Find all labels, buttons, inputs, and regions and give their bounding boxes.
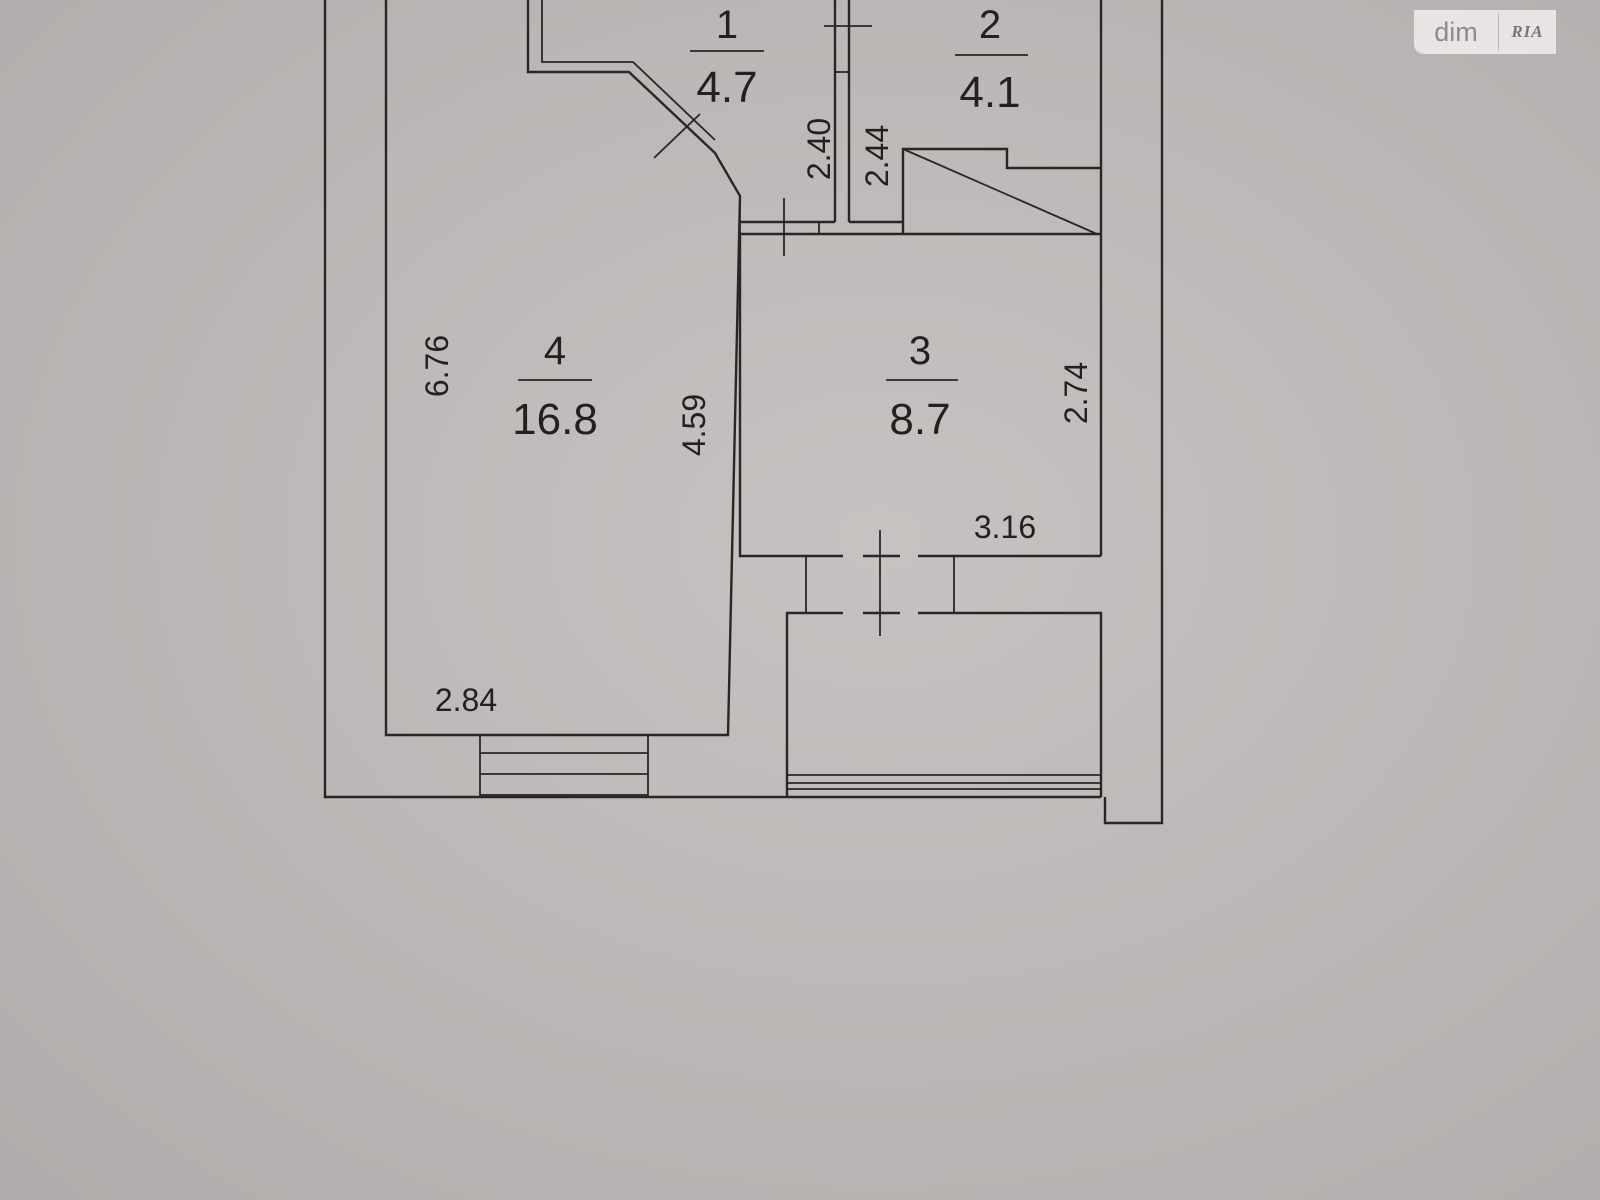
dim-room4-height: 6.76 [419,335,455,397]
dim-room2-height: 2.44 [859,125,895,187]
room-2-area: 4.1 [959,68,1020,117]
dim-room4-inner-height: 4.59 [676,394,712,456]
room-3-area: 8.7 [889,395,950,444]
room-1-label: 1 4.7 [690,3,764,112]
room-3-label: 3 8.7 [886,329,958,444]
room-2-label: 2 4.1 [955,3,1028,117]
room-4-window [479,734,649,796]
watermark-partner-logo: RIA [1511,22,1544,41]
dim-room3-height: 2.74 [1058,362,1094,424]
room-4-area: 16.8 [512,395,598,444]
room-2-number: 2 [979,3,1001,47]
watermark-brand: dim [1434,16,1478,47]
room-1-number: 1 [716,3,738,47]
room-2-fixture [901,0,1103,556]
passage-door [805,530,955,636]
dim-room4-width: 2.84 [435,682,497,718]
dim-room1-height: 2.40 [801,118,837,180]
balcony [785,611,1103,797]
room-4-number: 4 [544,329,566,373]
watermark-divider [1498,13,1499,51]
room-4-label: 4 16.8 [512,329,598,444]
dim-room3-width: 3.16 [974,509,1036,545]
partition-1-2 [740,0,1100,256]
room-3-number: 3 [909,329,931,373]
room-1-area: 4.7 [696,63,757,112]
watermark: dim RIA [1414,10,1556,54]
outer-wall [323,0,1164,825]
